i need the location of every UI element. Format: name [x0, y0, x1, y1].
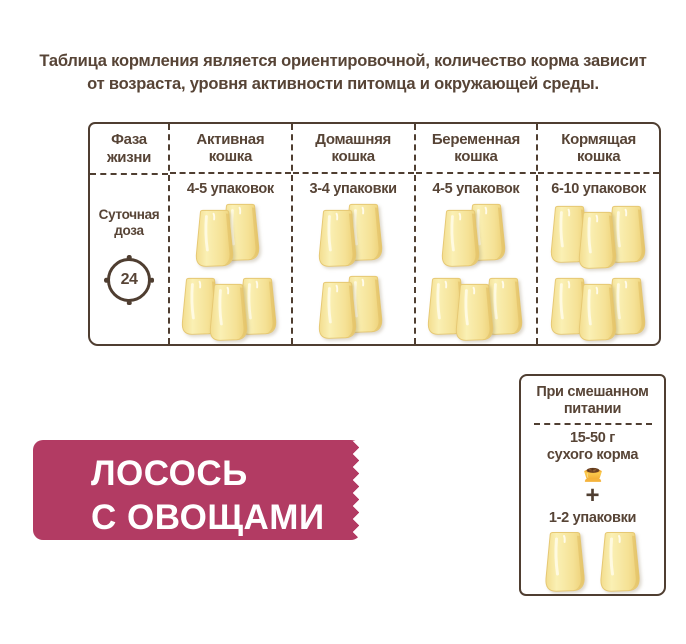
- food-pouch-icon: [318, 208, 358, 268]
- pouch-group: [547, 274, 651, 344]
- food-pouch-icon: [195, 208, 235, 268]
- pouch-group: [547, 202, 651, 272]
- package-count-label: 4-5 упаковок: [432, 181, 520, 197]
- food-pouch-icon: [318, 280, 358, 340]
- column-body: 4-5 упаковок: [170, 174, 291, 344]
- column-header-label: Активная кошка: [170, 124, 291, 174]
- pouch-group: [301, 202, 405, 272]
- package-count-label: 3-4 упаковки: [309, 181, 397, 197]
- food-pouch-icon: [599, 531, 641, 593]
- daily-dose-cell: Суточная доза 24: [90, 175, 168, 344]
- clock-ring: 24: [107, 257, 151, 302]
- pouch-group: [424, 274, 528, 344]
- food-pouch-icon: [544, 531, 586, 593]
- mixed-feeding-title: При смешанном питании: [536, 384, 649, 418]
- table-column: Беременная кошка 4-5 упаковок: [415, 124, 539, 344]
- clock-tick-icon: [126, 255, 132, 260]
- feeding-table: Фаза жизни Суточная доза 24 Активная кош…: [88, 122, 661, 346]
- disclaimer-text: Таблица кормления является ориентировочн…: [39, 52, 647, 94]
- table-column: Домашняя кошка 3-4 упаковки: [292, 124, 416, 344]
- column-body: 4-5 упаковок: [416, 174, 537, 344]
- pouch-illustrations: [547, 202, 651, 344]
- clock-tick-icon: [126, 300, 132, 306]
- food-bowl-icon: [583, 468, 602, 483]
- daily-dose-label: Суточная доза: [98, 207, 160, 239]
- food-pouch-icon: [577, 210, 617, 270]
- table-columns: Активная кошка 4-5 упаковок Домашняя кош…: [170, 124, 659, 344]
- pouch-pair-illustration: [542, 530, 643, 594]
- column-header-label: Домашняя кошка: [292, 124, 414, 174]
- phase-column: Фаза жизни Суточная доза 24: [90, 124, 170, 344]
- clock-tick-icon: [149, 278, 154, 283]
- column-body: 6-10 упаковок: [538, 174, 659, 344]
- wet-food-amount: 1-2 упаковки: [548, 510, 637, 526]
- food-pouch-icon: [577, 282, 617, 342]
- mixed-feeding-panel: При смешанном питании 15-50 г сухого кор…: [519, 374, 666, 596]
- table-column: Кормящая кошка 6-10 упаковок: [538, 124, 659, 344]
- column-body: 3-4 упаковки: [293, 174, 414, 344]
- product-flavor-badge: ЛОСОСЬ С ОВОЩАМИ: [33, 440, 362, 540]
- pouch-group: [178, 274, 282, 344]
- pouch-illustrations: [424, 202, 528, 344]
- plus-sign: +: [585, 482, 600, 509]
- column-header-label: Кормящая кошка: [538, 124, 659, 174]
- clock-hours-value: 24: [120, 270, 138, 288]
- phase-header-label: Фаза жизни: [90, 124, 168, 175]
- pouch-illustrations: [301, 202, 405, 344]
- package-count-label: 4-5 упаковок: [186, 181, 274, 197]
- pouch-group: [178, 202, 282, 272]
- pouch-illustrations: [178, 202, 282, 344]
- dry-food-amount: 15-50 г сухого корма: [546, 430, 639, 464]
- package-count-label: 6-10 упаковок: [551, 181, 647, 197]
- food-pouch-icon: [454, 282, 495, 342]
- table-column: Активная кошка 4-5 упаковок: [170, 124, 293, 344]
- clock-tick-icon: [104, 278, 109, 283]
- column-header-label: Беременная кошка: [415, 124, 537, 174]
- pouch-group: [424, 202, 528, 272]
- pouch-group: [301, 274, 405, 344]
- food-pouch-icon: [440, 208, 481, 268]
- 24h-clock-icon: 24: [104, 255, 154, 306]
- flavor-name: ЛОСОСЬ С ОВОЩАМИ: [91, 454, 325, 538]
- dashed-divider: [533, 423, 652, 426]
- food-pouch-icon: [209, 282, 249, 342]
